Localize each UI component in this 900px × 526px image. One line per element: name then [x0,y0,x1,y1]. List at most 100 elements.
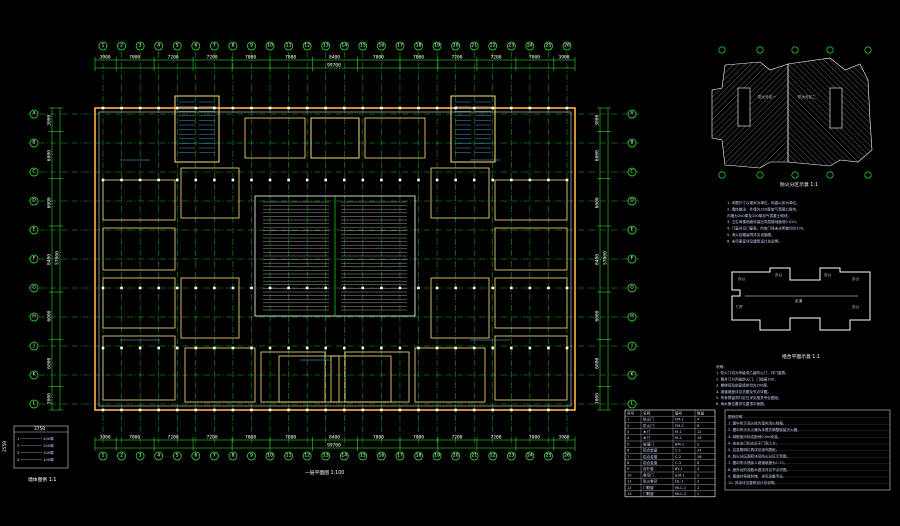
structural-column [528,106,532,110]
grid-bubble-label: 17 [397,453,403,459]
structural-column [157,178,160,182]
grid-bubble-label: 24 [527,43,533,49]
structural-column [510,286,513,290]
structural-column [157,408,160,412]
table-cell: M-1 [675,430,682,434]
dimension-value: 7000 [129,55,140,61]
grid-bubble [756,46,764,54]
table-cell: 6 [627,449,630,453]
dimension-value: 7000 [529,435,540,441]
structural-column [435,106,439,110]
structural-column [250,286,253,290]
structural-column [398,408,402,412]
dimension-value: 7800 [373,435,384,441]
grid-bubble-label: 1 [102,453,105,459]
grid-bubble [29,283,39,293]
floor-plan [28,52,640,448]
structural-column [510,178,513,182]
grid-bubble [718,46,726,54]
grid-bubble-label: D [630,198,634,204]
table-cell: BM-1 [675,442,684,446]
structural-column [454,408,457,412]
structural-column [324,346,328,350]
grid-bubble [98,451,108,461]
grid-bubble [864,46,872,54]
structural-column [342,346,346,350]
grid-bubble-label: H [630,314,633,320]
table-cell: 24 [697,449,702,453]
dimension-value: 7200 [451,435,462,441]
table-cell: 2 [697,442,699,446]
grid-bubble [791,46,799,54]
key-plan-label: 办公 [852,276,860,281]
grid-bubble [135,451,145,461]
note-line: 6. 防火分区面积详见防火分区示意图。 [728,454,790,459]
table-cell: MLC-2 [675,492,686,496]
grid-bubble-label: E [33,227,36,233]
note-line: 9. 管道井每层封堵，详见设备专业。 [728,473,786,478]
table-cell: C-1 [675,449,681,453]
grid-bubble-label: 26 [564,43,570,49]
structural-column [491,178,495,182]
dimension-value: 8400 [47,254,53,265]
table-cell: 铝合金窗 [643,454,658,459]
door-window-table: 序号12345678910111213名称防火门防火门木门木门玻璃门铝合金窗铝合… [624,409,716,498]
grid-bubble [29,370,39,380]
grid-bubble [29,167,39,177]
structural-column [361,408,365,412]
table-cell: 2 [697,480,699,484]
notes-frame [724,409,891,491]
structural-column [510,346,513,350]
grid-bubble [98,41,108,51]
structural-column [231,178,235,182]
dimension-value: 7000 [413,55,424,61]
structural-column [324,178,328,182]
grid-bubble-label: 20 [453,453,459,459]
dimension-value: 6000 [595,310,601,321]
structural-column [472,106,476,110]
dimension-value: 7800 [285,435,296,441]
note-line: 5. 消火栓箱留洞详见设施图。 [727,232,775,237]
dimension-value: 8400 [329,435,340,441]
grid-bubble-label: 26 [564,453,570,459]
structural-column [491,346,495,350]
grid-bubble-label: 10 [267,453,273,459]
table-cell: 6 [697,424,700,428]
grid-bubble [791,171,799,179]
table-cell: 玻璃门 [643,441,654,446]
table-cell: 防火门 [643,423,654,428]
table-cell: 百叶窗 [643,466,654,471]
grid-bubble [544,451,553,461]
grid-bubble-label: 12 [304,453,310,459]
structural-column [435,346,439,350]
structural-column [120,106,123,110]
note-line: 2. 图中所示灭火器为手提式磷酸铵盐灭火器。 [728,427,801,432]
grid-bubble-label: 7 [213,43,216,49]
table-cell: JLM-1 [674,473,685,477]
grid-bubble-label: 11 [286,453,292,459]
dimension-value: 3900 [100,55,111,61]
room-outline [430,277,490,339]
structural-column [472,178,476,182]
grid-bubble [627,312,637,322]
room-outline [244,117,306,159]
structural-column [101,178,105,182]
grid-bubble-label: 20 [453,43,459,49]
grid-bubble [284,451,293,461]
key-plan-label: 门厅 [736,304,744,309]
note-line: 4. 门窗详见门窗表，所有门垛未注明者均为100。 [727,226,807,231]
structural-column [287,106,290,110]
dimension-value: 7000 [413,435,424,441]
grid-bubble-label: C [32,169,35,175]
grid-bubble [506,41,516,51]
structural-column [324,408,328,412]
grid-bubble [826,46,834,54]
structural-column [361,178,365,182]
grid-bubble-label: 1 [102,43,105,49]
grid-bubble [627,138,637,148]
structural-column [268,106,272,110]
grid-bubble [228,451,238,461]
grid-bubble-label: C [630,169,633,175]
